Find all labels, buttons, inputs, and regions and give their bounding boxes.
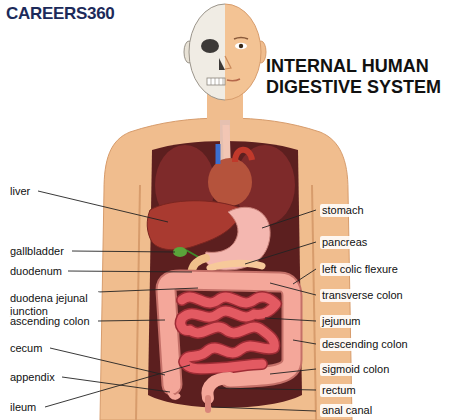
part-label: rectum	[320, 384, 358, 397]
label-slot: cecum	[8, 342, 44, 355]
leader-lines-part	[62, 377, 170, 392]
label-slot: ascending colon	[8, 315, 92, 328]
body-cavity-part	[148, 141, 302, 408]
label-slot: left colic flexure	[320, 263, 400, 276]
leader-lines-part	[50, 348, 165, 375]
label-slot: duodena jejunal junction	[8, 292, 100, 318]
digestive-organs-part	[210, 263, 262, 268]
body-figure-part	[227, 79, 240, 81]
label-slot: sigmoid colon	[320, 363, 391, 376]
leader-lines-part	[98, 320, 165, 321]
part-label: appendix	[8, 371, 57, 384]
digestive-organs	[147, 201, 292, 410]
digestive-organs-part	[147, 201, 240, 250]
leader-lines-part	[270, 283, 316, 295]
body-cavity-part	[208, 158, 252, 206]
leader-lines-part	[68, 271, 192, 272]
body-figure-part	[239, 44, 243, 48]
label-slot: duodenum	[8, 265, 64, 278]
label-slot: CAREERS360	[6, 4, 115, 24]
label-slot: liver	[8, 185, 32, 198]
digestive-organs-part	[181, 297, 276, 369]
digestive-organs-part	[205, 398, 211, 410]
body-cavity-part	[235, 150, 252, 162]
part-label: ascending colon	[8, 315, 92, 328]
body-figure-part	[225, 56, 231, 69]
part-label: sigmoid colon	[320, 363, 391, 376]
body-figure-part	[235, 43, 247, 49]
leader-lines-part	[212, 407, 316, 411]
digestive-organs-part	[173, 247, 187, 257]
label-slot: rectum	[320, 384, 358, 397]
part-label: jejunum	[320, 315, 363, 328]
body-figure-part	[234, 38, 248, 40]
body-figure-part	[207, 78, 225, 85]
label-slot: ileum	[8, 401, 38, 414]
part-label: stomach	[320, 204, 366, 217]
leader-lines-part	[293, 340, 316, 344]
part-label: anal canal	[320, 404, 374, 417]
part-label: liver	[8, 185, 32, 198]
leader-lines-part	[72, 251, 175, 252]
label-slot: jejunum	[320, 315, 363, 328]
label-slot: pancreas	[320, 236, 369, 249]
leader-lines-part	[262, 210, 316, 228]
leader-lines-part	[245, 242, 316, 264]
body-cavity-part	[216, 144, 221, 164]
leader-lines-part	[270, 369, 316, 374]
label-slot: anal canal	[320, 404, 374, 417]
leader-lines-part	[265, 318, 316, 321]
part-label: left colic flexure	[320, 263, 400, 276]
part-label: descending colon	[320, 338, 410, 351]
label-slot: stomach	[320, 204, 366, 217]
part-label: ileum	[8, 401, 38, 414]
part-label: pancreas	[320, 236, 369, 249]
body-figure-part	[100, 118, 352, 420]
body-figure-part	[201, 39, 219, 53]
digestive-organs-part	[166, 280, 292, 385]
body-figure-part	[225, 4, 261, 100]
body-cavity	[148, 120, 302, 408]
part-label: transverse colon	[320, 289, 405, 302]
digestive-organs-part	[181, 297, 276, 369]
label-slot: transverse colon	[320, 289, 405, 302]
digestive-organs-part	[205, 207, 270, 270]
body-figure-part	[211, 78, 223, 85]
digestive-organs-part	[170, 385, 178, 397]
leader-lines-part	[38, 191, 168, 222]
body-figure-part	[136, 185, 140, 420]
part-label: duodenum	[8, 265, 64, 278]
body-figure-part	[312, 185, 316, 420]
part-label: gallbladder	[8, 245, 66, 258]
label-slot: appendix	[8, 371, 57, 384]
label-slot: gallbladder	[8, 245, 66, 258]
leader-lines-part	[98, 288, 198, 292]
label-slot: descending colon	[320, 338, 410, 351]
leader-lines-part	[45, 365, 190, 407]
part-label: duodena jejunal junction	[8, 292, 100, 318]
body-figure-part	[219, 58, 225, 70]
leader-lines-part	[293, 269, 316, 284]
leader-lines-part	[218, 388, 316, 390]
title-slot: INTERNAL HUMAN DIGESTIVE SYSTEM	[266, 56, 448, 98]
diagram-title: INTERNAL HUMAN DIGESTIVE SYSTEM	[266, 56, 448, 98]
part-label: cecum	[8, 342, 44, 355]
brand-logo: CAREERS360	[6, 4, 115, 24]
digestive-organs-part	[166, 280, 292, 385]
body-figure-part	[189, 4, 225, 100]
